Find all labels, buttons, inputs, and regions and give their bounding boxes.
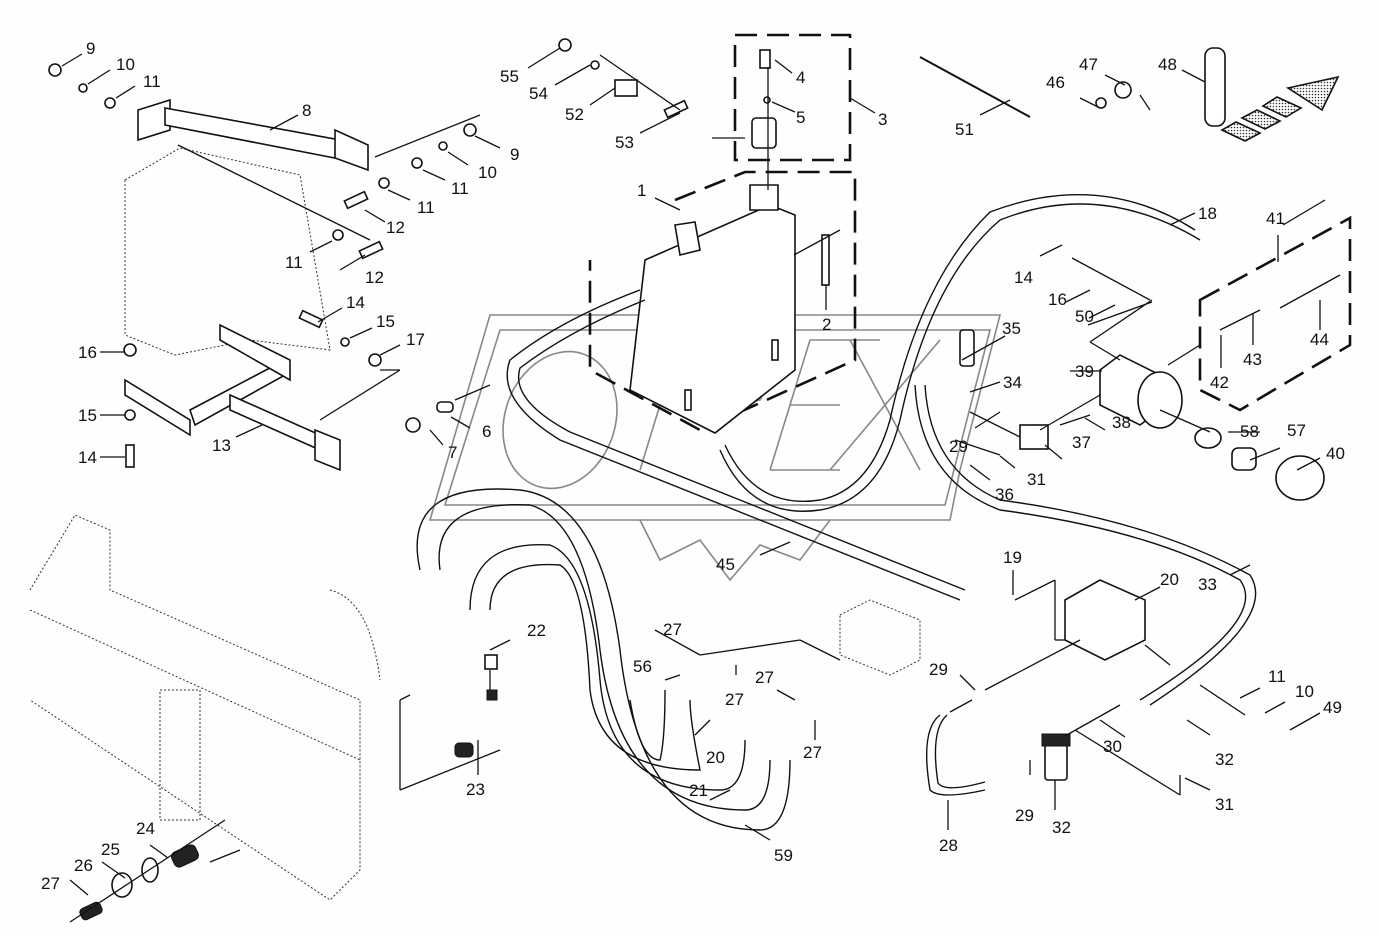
callout-15: 15 [78, 406, 97, 425]
tank-assembly-box [588, 170, 857, 432]
callout-16: 17 [406, 330, 425, 349]
coupling-parts[interactable] [78, 654, 498, 921]
callout-25: 26 [74, 856, 93, 875]
callout-38: 38 [1112, 413, 1131, 432]
callout-36: 36 [995, 485, 1014, 504]
callout-53: 53 [615, 133, 634, 152]
callout-30: 32 [1052, 818, 1071, 837]
opex-watermark [428, 314, 1002, 582]
callout-48: 48 [1158, 55, 1177, 74]
callout-27: 27 [803, 743, 822, 762]
callout-17: 18 [1198, 204, 1217, 223]
callout-27: 27 [725, 690, 744, 709]
callout-14: 14 [1014, 268, 1033, 287]
callout-10: 10 [478, 163, 497, 182]
callout-11: 11 [417, 198, 435, 217]
callout-18: 19 [1003, 548, 1022, 567]
leader-lines [61, 47, 1341, 923]
callout-32: 32 [1215, 750, 1234, 769]
callout-labels: 9 10 11 8 9 10 11 11 12 11 12 14 15 17 1… [41, 39, 1345, 893]
callout-28: 28 [939, 836, 958, 855]
callout-59: 59 [774, 846, 793, 865]
callout-41: 41 [1266, 209, 1285, 228]
callout-13: 13 [212, 436, 231, 455]
callout-46: 46 [1046, 73, 1065, 92]
callout-29: 29 [1015, 806, 1034, 825]
callout-3: 3 [878, 110, 887, 129]
callout-20: 21 [689, 781, 708, 800]
callout-31: 31 [1027, 470, 1046, 489]
callout-55: 55 [500, 67, 519, 86]
callout-5: 5 [796, 108, 805, 127]
callout-56: 56 [633, 657, 652, 676]
callout-57: 57 [1287, 421, 1306, 440]
callout-21: 22 [527, 621, 546, 640]
callout-19: 20 [1160, 570, 1179, 589]
callout-26: 27 [41, 874, 60, 893]
callout-7: 7 [448, 443, 457, 462]
callout-2: 2 [822, 315, 831, 334]
callout-12: 12 [365, 268, 384, 287]
callout-1: 1 [637, 181, 646, 200]
callout-39: 39 [1075, 362, 1094, 381]
callout-11: 11 [143, 72, 161, 91]
callout-15: 15 [376, 312, 395, 331]
direction-arrow-icon [1220, 75, 1340, 142]
cap-assembly-box [733, 33, 852, 162]
callout-27: 27 [755, 668, 774, 687]
callout-14: 14 [78, 448, 97, 467]
callout-27: 29 [929, 660, 948, 679]
valve-blocks[interactable] [839, 579, 1146, 676]
callout-11: 11 [285, 253, 303, 272]
callout-14: 14 [346, 293, 365, 312]
callout-35: 35 [1002, 319, 1021, 338]
callout-29: 30 [1103, 737, 1122, 756]
callout-16: 16 [78, 343, 97, 362]
callout-12: 12 [386, 218, 405, 237]
callout-40: 40 [1326, 444, 1345, 463]
callout-49: 49 [1323, 698, 1342, 717]
callout-23: 24 [136, 819, 155, 838]
callout-33: 33 [1198, 575, 1217, 594]
callout-29: 29 [949, 437, 968, 456]
callout-47: 47 [1079, 55, 1098, 74]
callout-10: 10 [1295, 682, 1314, 701]
part-8-support-arm[interactable] [137, 98, 369, 172]
callout-24: 25 [101, 840, 120, 859]
part-30-filter[interactable] [1041, 733, 1071, 781]
callout-10: 10 [116, 55, 135, 74]
callout-51: 51 [955, 120, 974, 139]
callout-44: 44 [1310, 330, 1329, 349]
callout-11: 11 [451, 179, 469, 198]
callout-54: 54 [529, 84, 548, 103]
callout-37: 37 [1072, 433, 1091, 452]
callout-8: 8 [302, 101, 311, 120]
callout-52: 52 [565, 105, 584, 124]
callout-22: 23 [466, 780, 485, 799]
part-1-oil-tank[interactable] [629, 184, 830, 434]
callout-20: 20 [706, 748, 725, 767]
callout-27: 27 [663, 620, 682, 639]
callout-9: 9 [86, 39, 95, 58]
callout-50: 50 [1075, 307, 1094, 326]
callout-15: 16 [1048, 290, 1067, 309]
callout-58: 58 [1240, 422, 1259, 441]
callout-43: 43 [1243, 350, 1262, 369]
callout-4: 4 [796, 68, 805, 87]
motor-kit-box [1198, 215, 1352, 412]
callout-9: 9 [510, 145, 519, 164]
part-39-hydraulic-motor[interactable] [959, 329, 1325, 501]
part-13-cross-member[interactable] [123, 309, 454, 472]
hardware-fasteners [48, 38, 1226, 260]
frame-ghost [29, 147, 381, 901]
callout-42: 42 [1210, 373, 1229, 392]
callout-11: 11 [1268, 667, 1286, 686]
hose-lines[interactable] [416, 194, 1257, 831]
callout-34: 34 [1003, 373, 1022, 392]
callout-31: 31 [1215, 795, 1234, 814]
callout-45: 45 [716, 555, 735, 574]
callout-6: 6 [482, 422, 491, 441]
